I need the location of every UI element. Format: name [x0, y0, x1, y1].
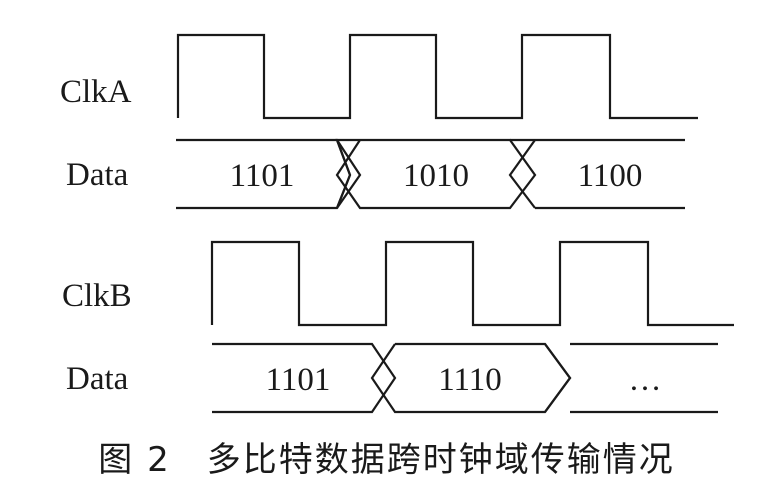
- data-b-value-1: 1101: [266, 362, 331, 398]
- clkb-label: ClkB: [62, 278, 132, 314]
- data-b-bus-segment-1: [212, 342, 397, 414]
- data-b-value-3: …: [629, 362, 662, 398]
- data-a-value-3: 1100: [578, 158, 643, 194]
- data-a-value-2: 1010: [403, 158, 469, 194]
- clka-signal: ClkA: [60, 33, 698, 120]
- data-a-label: Data: [66, 157, 129, 193]
- data-a-bus-top: [176, 138, 362, 210]
- data-a-crossing-2: [508, 139, 536, 209]
- clkb-waveform: [210, 240, 734, 327]
- figure-caption: 图 2 多比特数据跨时钟域传输情况: [98, 440, 675, 480]
- data-a-value-1: 1101: [230, 158, 295, 194]
- data-b-label: Data: [66, 361, 129, 397]
- data-b-crossing-2: [544, 343, 572, 413]
- data-bus-a: Data 1101 1010 1100: [66, 138, 685, 210]
- clka-label: ClkA: [60, 74, 132, 110]
- data-bus-b: Data 1101 1110 …: [66, 342, 718, 414]
- data-b-value-2: 1110: [438, 362, 502, 398]
- clka-waveform: [176, 33, 698, 120]
- clkb-signal: ClkB: [62, 240, 734, 327]
